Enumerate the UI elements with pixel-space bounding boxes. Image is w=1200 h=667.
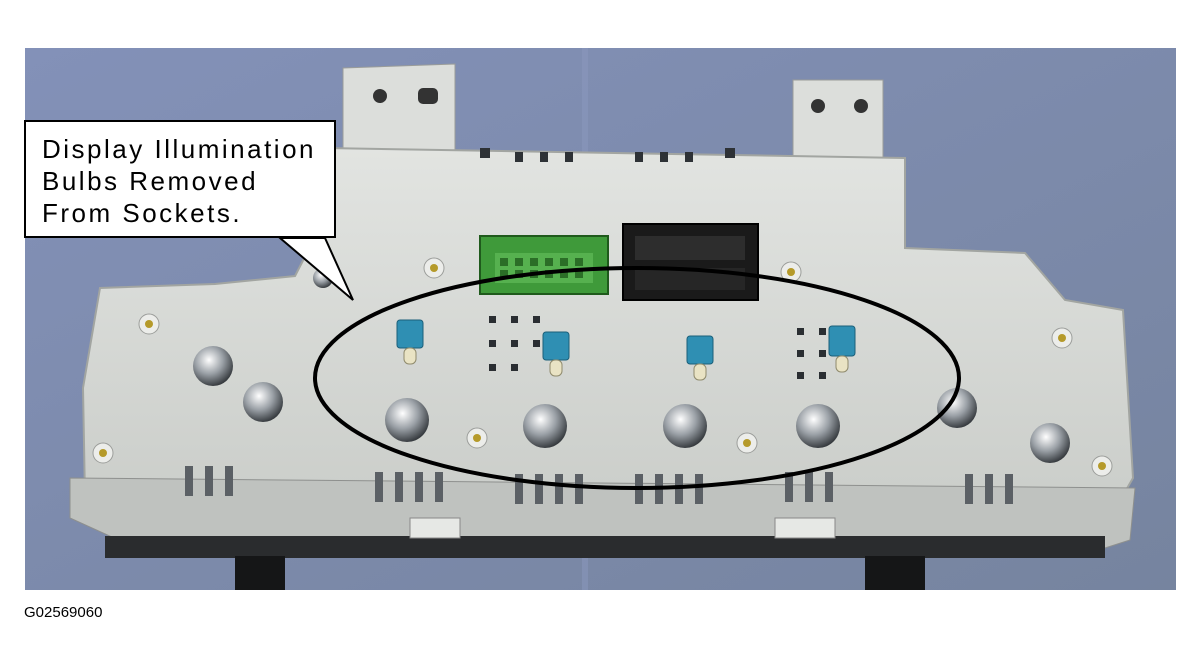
figure-id-caption: G02569060 — [24, 604, 103, 621]
callout-line-3: From Sockets. — [42, 198, 243, 228]
screws — [92, 257, 1113, 477]
callout-line-1: Display Illumination — [42, 134, 316, 164]
mounting-tab-left — [342, 63, 456, 161]
callout-pointer — [277, 237, 354, 301]
black-connector — [622, 223, 759, 301]
cluster-photo — [25, 48, 1176, 590]
removed-bulbs — [396, 319, 856, 381]
callout-box: Display Illumination Bulbs Removed From … — [24, 120, 336, 238]
green-connector — [479, 235, 609, 295]
mounting-tab-right — [792, 79, 884, 169]
callout-line-2: Bulbs Removed — [42, 166, 259, 196]
highlight-ellipse — [313, 266, 961, 490]
